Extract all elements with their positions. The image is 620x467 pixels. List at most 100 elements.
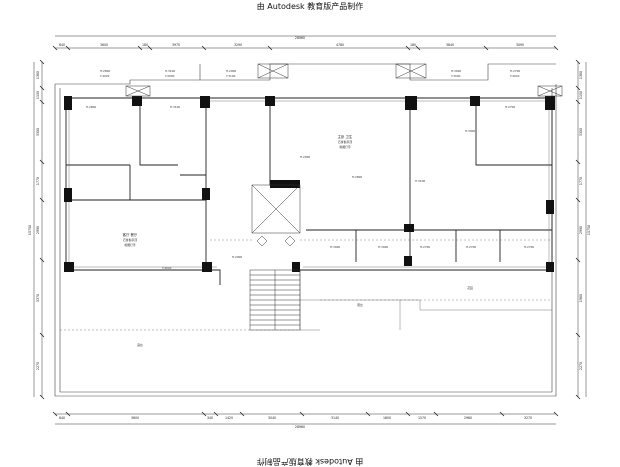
- top-dim-3: 180: [142, 43, 148, 47]
- wall-stair-left: [269, 98, 300, 186]
- left-dim-7: 2270: [36, 362, 40, 370]
- top-dim-2: 3600: [100, 43, 108, 47]
- bottom-dim-7: 1800: [383, 416, 391, 420]
- column-10: [270, 180, 300, 188]
- lvl-r19-a: Y:4020: [162, 266, 172, 270]
- right-dim-4: 1770: [579, 177, 583, 185]
- lvl-r5-b: Y:4020: [510, 74, 520, 78]
- top-dim-5: 3290: [234, 43, 242, 47]
- dimension-lines: [33, 35, 587, 425]
- ceiling-dashed-lines: [60, 239, 552, 331]
- wall-double-lines: [68, 100, 552, 331]
- lvl-r8-a: H:3000: [465, 129, 475, 133]
- left-overall-dim: 15750: [28, 225, 32, 235]
- right-segment-dims: 1380 1150 3300 1770 2990 1980 2270: [579, 71, 583, 370]
- living-room-note-2: 暗藏灯带: [124, 243, 135, 247]
- column-7: [545, 96, 555, 110]
- column-1: [64, 96, 72, 110]
- lvl-r12-a: H:3100: [415, 179, 425, 183]
- right-dim-1: 1380: [579, 71, 583, 79]
- living-room-name: 客厅 餐厅: [123, 232, 138, 237]
- bottom-segment-dims: 640 3600 340 1420 3040 3140 1800 1570 29…: [59, 416, 532, 420]
- right-dim-6: 1980: [579, 294, 583, 302]
- roof-edge-top: [199, 63, 556, 81]
- lvl-r6-a: H:2800: [86, 105, 96, 109]
- column-6: [470, 96, 480, 106]
- balcony-label: 阳台: [357, 303, 363, 307]
- stair-core: [249, 184, 301, 331]
- bottom-dim-6: 3140: [331, 416, 339, 420]
- level-annotations: H:2800 Y:4020 H:3100 Y:2900 H:2900 Y:310…: [86, 69, 534, 270]
- lvl-r5-a: H:2700: [510, 69, 520, 73]
- lvl-r1-b: Y:4020: [100, 74, 110, 78]
- column-17: [292, 262, 300, 272]
- top-dim-7: 180: [410, 43, 416, 47]
- column-14: [404, 256, 412, 266]
- top-overall-dim: 28960: [295, 36, 305, 40]
- lvl-r17-a: H:2700: [466, 245, 476, 249]
- bottom-dim-2: 3600: [131, 416, 139, 420]
- top-dim-6: 4780: [336, 43, 344, 47]
- skylight-2: [395, 63, 427, 79]
- lvl-r10-a: H:2900: [300, 155, 310, 159]
- bottom-dim-9: 2960: [464, 416, 472, 420]
- lvl-r16-a: H:2700: [420, 245, 430, 249]
- bottom-dim-10: 3270: [524, 416, 532, 420]
- right-dim-7: 2270: [579, 362, 583, 370]
- ceiling-lamp-symbols: [125, 63, 563, 247]
- top-segment-dims: 640 3600 180 3970 3290 4780 180 3840 309…: [59, 43, 524, 47]
- column-9: [202, 188, 210, 200]
- lvl-r2-a: H:3100: [165, 69, 175, 73]
- structural-columns: [64, 96, 555, 272]
- top-dim-9: 3090: [516, 43, 524, 47]
- column-16: [546, 262, 554, 272]
- lvl-r4-b: Y:3000: [451, 74, 461, 78]
- dimension-ticks: [39, 45, 581, 417]
- terrace-label: 露台: [137, 343, 143, 347]
- wall-right-room: [475, 98, 552, 166]
- lvl-r7-a: H:3100: [170, 105, 180, 109]
- column-5: [405, 96, 417, 110]
- skylight-3: [125, 85, 151, 97]
- interior-walls: [65, 97, 553, 285]
- column-3: [200, 96, 210, 108]
- site-boundary: [54, 84, 557, 397]
- lamp-diamond-1: [256, 235, 268, 247]
- right-dim-3: 3300: [579, 128, 583, 136]
- right-overall-dim: 15750: [587, 225, 591, 235]
- suite-note-1: 石膏板吊顶: [338, 140, 352, 144]
- suite-name: 主卧 卫生: [338, 134, 353, 139]
- lvl-r15-a: H:3000: [378, 245, 388, 249]
- left-dim-5: 2990: [36, 226, 40, 234]
- column-11: [64, 262, 74, 272]
- left-dim-1: 1380: [36, 71, 40, 79]
- bottom-dim-1: 640: [59, 416, 65, 420]
- top-dim-1: 640: [59, 43, 65, 47]
- suite-note-2: 暗藏灯带: [339, 145, 350, 149]
- left-dim-6: 3370: [36, 294, 40, 302]
- top-dim-8: 3840: [446, 43, 454, 47]
- lvl-r11-a: H:2800: [352, 175, 362, 179]
- watermark-top: 由 Autodesk 教育版产品制作: [256, 2, 364, 11]
- garden-label: 花园: [467, 286, 473, 290]
- right-dim-2: 1150: [579, 91, 583, 99]
- column-12: [202, 262, 212, 272]
- lamp-diamond-2: [284, 235, 296, 247]
- lvl-r3-a: H:2900: [226, 69, 236, 73]
- column-15: [546, 200, 554, 214]
- lvl-r13-a: H:2900: [232, 255, 242, 259]
- column-8: [64, 188, 72, 202]
- terrace-line: [300, 299, 552, 311]
- lvl-r4-a: H:3000: [451, 69, 461, 73]
- lvl-r18-a: H:2700: [524, 245, 534, 249]
- bottom-dim-8: 1570: [418, 416, 426, 420]
- skylight-1: [257, 63, 289, 79]
- top-dim-4: 3970: [172, 43, 180, 47]
- left-dim-2: 1150: [36, 91, 40, 99]
- left-segment-dims: 1380 1150 3300 1770 2990 3370 2270: [36, 71, 40, 370]
- bottom-dim-5: 3040: [268, 416, 276, 420]
- lvl-r2-b: Y:2900: [165, 74, 175, 78]
- lvl-r3-b: Y:3100: [226, 74, 236, 78]
- skylight-4: [537, 85, 563, 97]
